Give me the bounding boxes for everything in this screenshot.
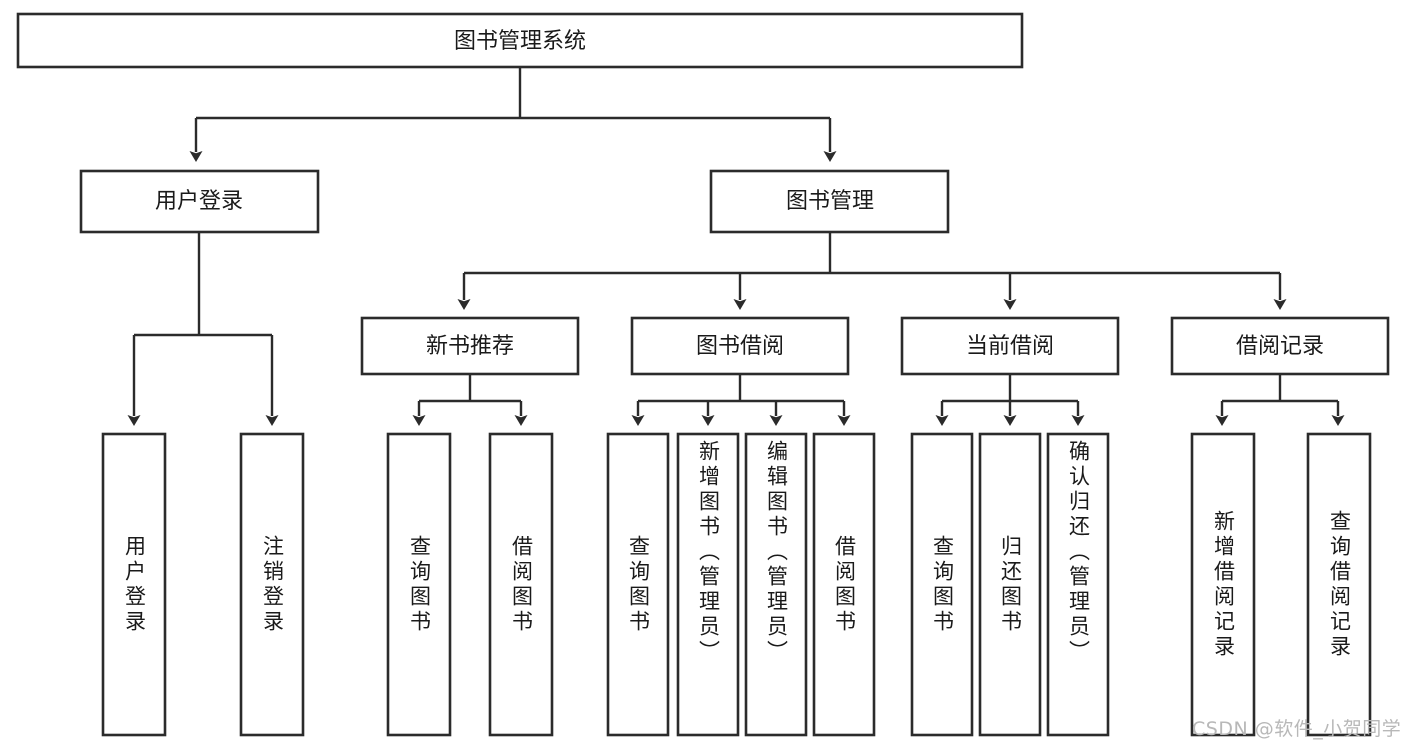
node-book-borrow-box[interactable] <box>630 316 850 376</box>
node-borrow-record-label: 借阅记录 <box>1236 334 1324 359</box>
node-user-login[interactable]: 用户登录 <box>79 169 320 234</box>
node-borrow-record-box[interactable] <box>1170 316 1390 376</box>
node-root[interactable]: 图书管理系统 <box>16 12 1024 69</box>
connector-group <box>127 67 1345 426</box>
node-book-borrow[interactable]: 图书借阅 <box>630 316 850 376</box>
node-current-borrow[interactable]: 当前借阅 <box>900 316 1120 376</box>
leaf-box-new-book-1[interactable] <box>488 432 554 737</box>
leaf-box-current-borrow-2[interactable] <box>1046 432 1110 737</box>
leaf-box-book-borrow-3[interactable] <box>812 432 876 737</box>
leaf-box-current-borrow-0[interactable] <box>910 432 974 737</box>
node-new-book-recommend-label: 新书推荐 <box>426 334 514 359</box>
leaf-box-borrow-record-0[interactable] <box>1190 432 1256 737</box>
node-borrow-record[interactable]: 借阅记录 <box>1170 316 1390 376</box>
node-book-borrow-label: 图书借阅 <box>696 334 784 359</box>
node-current-borrow-box[interactable] <box>900 316 1120 376</box>
node-root-box[interactable] <box>16 12 1024 69</box>
leaf-box-current-borrow-1[interactable] <box>978 432 1042 737</box>
node-book-manage-box[interactable] <box>709 169 950 234</box>
node-user-login-box[interactable] <box>79 169 320 234</box>
node-root-label: 图书管理系统 <box>454 29 586 54</box>
node-book-manage[interactable]: 图书管理 <box>709 169 950 234</box>
node-new-book-recommend-box[interactable] <box>360 316 580 376</box>
leaf-box-book-borrow-2[interactable] <box>744 432 808 737</box>
node-current-borrow-label: 当前借阅 <box>966 334 1054 359</box>
leaf-box-new-book-0[interactable] <box>386 432 452 737</box>
leaf-box-book-borrow-1[interactable] <box>676 432 740 737</box>
node-new-book-recommend[interactable]: 新书推荐 <box>360 316 580 376</box>
leaf-box-user-login-1[interactable] <box>239 432 305 737</box>
csdn-watermark: CSDN @软件_小贺同学 <box>1192 718 1402 740</box>
node-book-manage-label: 图书管理 <box>786 189 874 214</box>
leaf-box-user-login-0[interactable] <box>101 432 167 737</box>
leaf-box-borrow-record-1[interactable] <box>1306 432 1372 737</box>
node-user-login-label: 用户登录 <box>155 189 243 214</box>
leaf-box-book-borrow-0[interactable] <box>606 432 670 737</box>
